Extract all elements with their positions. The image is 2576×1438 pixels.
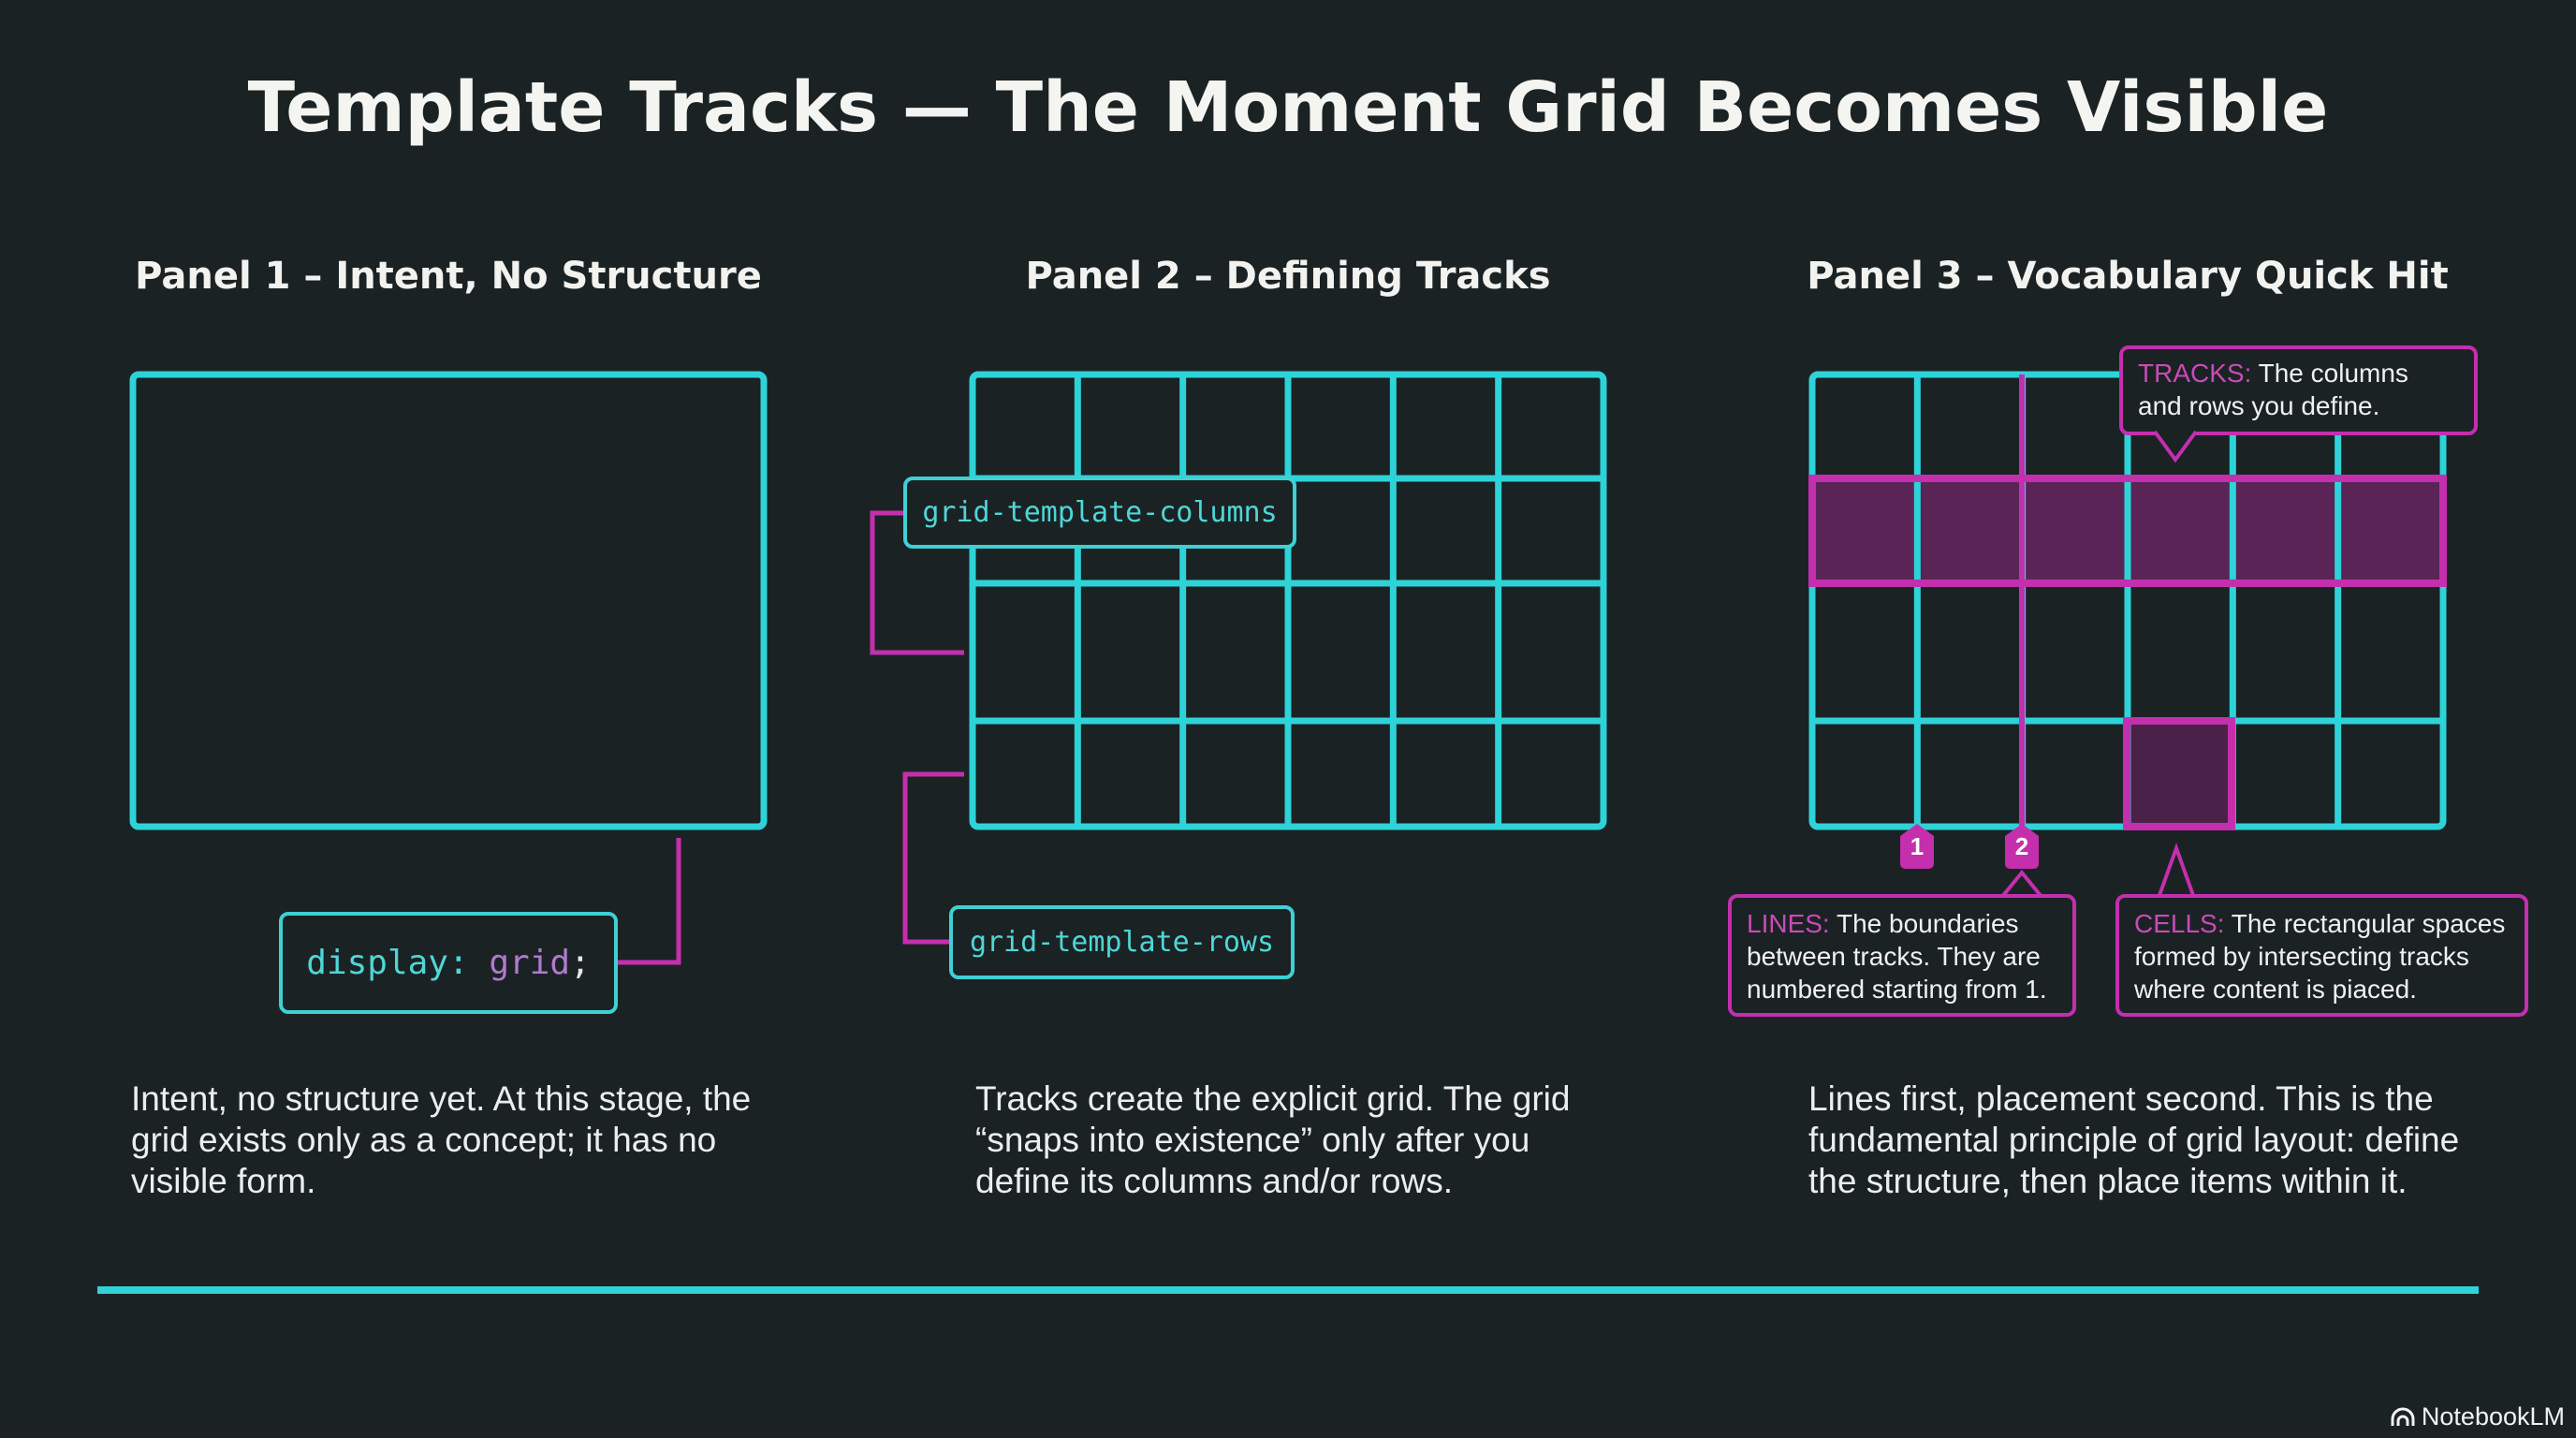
panel1-description: Intent, no structure yet. At this stage,… xyxy=(131,1079,752,1200)
lines-term: LINES: xyxy=(1747,909,1830,938)
svg-text:2: 2 xyxy=(2015,832,2028,860)
notebooklm-logo-icon xyxy=(2391,1407,2415,1426)
panel1-connector xyxy=(618,838,681,965)
panel1-heading: Panel 1 – Intent, No Structure xyxy=(135,255,762,298)
line-badge-2: 2 xyxy=(2005,824,2039,869)
tracks-term: TRACKS: xyxy=(2138,359,2252,388)
panel2-description: Tracks create the explicit grid. The gri… xyxy=(975,1079,1571,1200)
code-value: grid xyxy=(489,944,571,982)
svg-text:1: 1 xyxy=(1910,832,1924,860)
tracks-definition: The columns and rows you define. xyxy=(2138,359,2408,420)
cells-term: CELLS: xyxy=(2134,909,2225,938)
code-property: display: xyxy=(306,944,469,982)
panel1-empty-container xyxy=(129,371,768,830)
track-highlight-outline xyxy=(1808,475,2447,587)
panel2-heading: Panel 2 – Defining Tracks xyxy=(1025,255,1551,298)
display-grid-code-label: display: grid; xyxy=(279,912,618,1014)
lines-callout: LINES: The boundaries between tracks. Th… xyxy=(1728,894,2076,1017)
cell-highlight xyxy=(2127,721,2232,827)
lines-definition: The boundaries between tracks. They are … xyxy=(1747,909,2047,1004)
page-title: Template Tracks — The Moment Grid Become… xyxy=(247,67,2329,148)
columns-connector xyxy=(870,510,964,655)
tracks-callout: TRACKS: The columns and rows you define. xyxy=(2119,345,2478,435)
cell-highlight-outline xyxy=(2123,717,2235,830)
code-semicolon: ; xyxy=(570,944,591,982)
notebooklm-brand: NotebookLM xyxy=(2390,1402,2565,1431)
grid-template-rows-label: grid-template-rows xyxy=(949,905,1295,979)
brand-name: NotebookLM xyxy=(2421,1402,2565,1431)
cells-callout: CELLS: The rectangular spaces formed by … xyxy=(2115,894,2528,1017)
panel3-heading: Panel 3 – Vocabulary Quick Hit xyxy=(1807,255,2449,298)
rows-connector xyxy=(902,771,964,945)
line-badge-1: 1 xyxy=(1900,824,1934,869)
cells-definition: The rectangular spaces formed by interse… xyxy=(2134,909,2506,1004)
grid-template-columns-label: grid-template-columns xyxy=(903,477,1296,549)
panel2-grid xyxy=(969,371,1607,830)
panel3-description: Lines first, placement second. This is t… xyxy=(1808,1079,2460,1200)
